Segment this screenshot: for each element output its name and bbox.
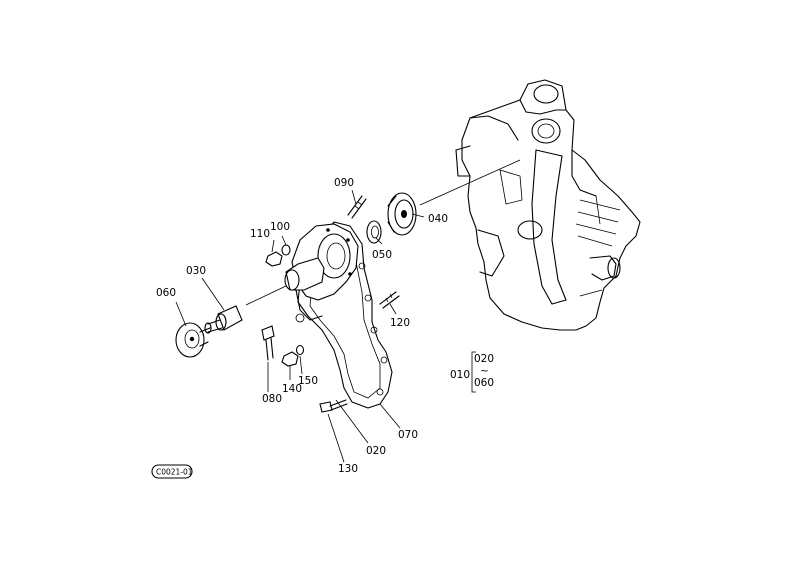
alignment-line [419, 159, 521, 206]
seal-050 [366, 220, 382, 244]
figure-reference: C0021-01 [151, 464, 193, 479]
stud-120 [379, 291, 400, 309]
callouts: 090 040 050 110 100 030 060 120 080 140 … [156, 177, 494, 475]
set-bracket [471, 351, 476, 393]
bolt-130 [319, 399, 348, 413]
callout-100: 100 [270, 221, 290, 233]
leader-lines [175, 189, 425, 463]
figure-ref-label: C0021-01 [156, 468, 193, 477]
set-bottom-060: 060 [474, 377, 494, 389]
stud-bolt-090 [347, 195, 367, 219]
bolt-080 [261, 325, 275, 361]
bearing-seal-040 [387, 192, 417, 236]
callout-150: 150 [298, 375, 318, 387]
callout-050: 050 [372, 249, 392, 261]
callout-140: 140 [282, 383, 302, 395]
washer-150 [295, 344, 305, 356]
nut-140 [281, 351, 299, 367]
callout-090: 090 [334, 177, 354, 189]
water-pump-body [284, 221, 393, 409]
callout-060: 060 [156, 287, 176, 299]
callout-130: 130 [338, 463, 358, 475]
callout-080: 080 [262, 393, 282, 405]
callout-120: 120 [390, 317, 410, 329]
nut-110 [265, 251, 283, 267]
callout-030: 030 [186, 265, 206, 277]
set-tilde: ~ [480, 365, 489, 377]
callout-040: 040 [428, 213, 448, 225]
set-top-020: 020 [474, 353, 494, 365]
flange-060 [175, 322, 211, 358]
engine-block [455, 79, 641, 331]
washer-100 [281, 244, 291, 256]
callout-020: 020 [366, 445, 386, 457]
callout-110: 110 [250, 228, 270, 240]
callout-070: 070 [398, 429, 418, 441]
callout-010: 010 [450, 369, 470, 381]
bearing-shaft-030 [204, 285, 287, 334]
